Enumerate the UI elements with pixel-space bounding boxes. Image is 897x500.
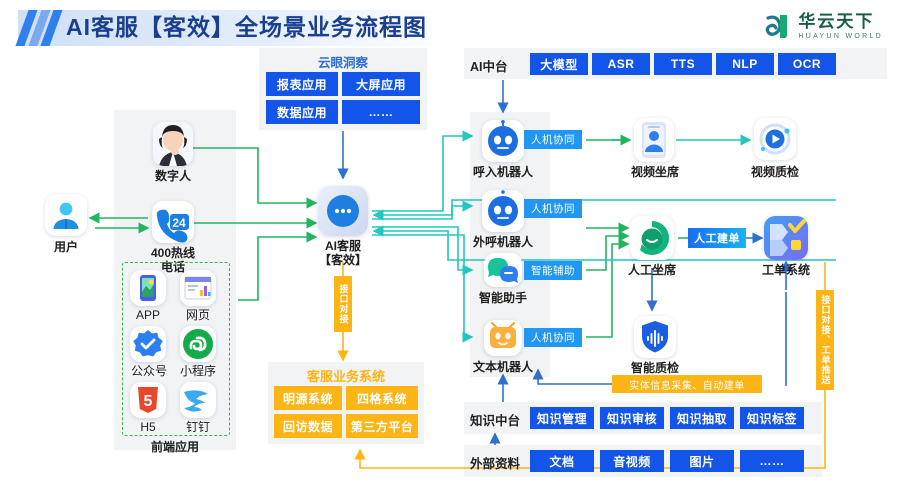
cloud-insight-item-2[interactable]: 数据应用 <box>266 100 338 124</box>
external-item-0[interactable]: 文档 <box>530 450 594 472</box>
knowledge-item-2[interactable]: 知识抽取 <box>670 407 734 429</box>
cloud-insight-item-3[interactable]: …… <box>342 100 420 124</box>
service-system-item-1[interactable]: 四格系统 <box>346 386 418 410</box>
external-item-1[interactable]: 音视频 <box>600 450 664 472</box>
inbound-bot-icon[interactable] <box>482 120 524 162</box>
video-qc-icon[interactable] <box>754 118 796 160</box>
core-label-line1: AI客服 <box>324 239 361 253</box>
mini-program-icon[interactable] <box>180 326 216 362</box>
frontend-group-label: 前端应用 <box>150 440 199 454</box>
ticket-system-icon[interactable] <box>764 216 808 260</box>
inbound-bot-label: 呼入机器人 <box>472 165 533 179</box>
inbound-bot-tag: 人机协同 <box>524 130 582 149</box>
video-agent-label: 视频坐席 <box>630 165 679 179</box>
knowledge-item-3[interactable]: 知识标签 <box>740 407 804 429</box>
video-qc-label: 视频质检 <box>750 165 799 179</box>
svg-text:24: 24 <box>172 216 186 230</box>
page-title: AI客服【客效】全场景业务流程图 <box>66 14 427 40</box>
external-item-2[interactable]: 图片 <box>670 450 734 472</box>
ai-platform-item-2[interactable]: TTS <box>654 53 712 75</box>
ai-platform-label: AI中台 <box>470 60 508 74</box>
smart-assistant-tag: 智能辅助 <box>524 261 582 280</box>
brand-name-cn: 华云天下 <box>798 11 875 31</box>
smart-assistant-icon[interactable] <box>484 253 522 287</box>
h5-label: H5 <box>140 420 156 434</box>
cloud-insight-item-1[interactable]: 大屏应用 <box>342 72 420 96</box>
user-icon[interactable] <box>45 194 87 236</box>
ai-platform-item-0[interactable]: 大模型 <box>530 53 588 75</box>
manual-ticket-tag: 人工建单 <box>688 228 746 248</box>
core-label-line2: 【客效】 <box>318 253 367 267</box>
external-item-3[interactable]: …… <box>740 450 804 472</box>
svg-text:5: 5 <box>144 393 153 410</box>
outbound-bot-label: 外呼机器人 <box>472 235 533 249</box>
service-system-item-0[interactable]: 明源系统 <box>274 386 342 410</box>
ai-platform-item-4[interactable]: OCR <box>778 53 836 75</box>
app-icon[interactable] <box>130 270 166 306</box>
knowledge-platform-label: 知识中台 <box>470 414 521 428</box>
digital-human-icon[interactable] <box>153 122 193 166</box>
human-agent-icon[interactable] <box>630 216 674 260</box>
brand-logo: 华云天下 HUAYUN WORLD <box>764 12 883 40</box>
hotline-icon[interactable]: 24 <box>152 201 194 243</box>
hotline-label-line2: 电话 <box>160 260 185 274</box>
huayun-mark-icon <box>764 12 792 40</box>
dingtalk-icon[interactable] <box>180 382 216 418</box>
logo-slashes-icon <box>15 10 68 46</box>
h5-icon[interactable]: 5 <box>130 382 166 418</box>
ai-service-core-label: AI客服 【客效】 <box>303 239 383 267</box>
service-system-item-2[interactable]: 回访数据 <box>274 414 342 438</box>
knowledge-item-0[interactable]: 知识管理 <box>530 407 594 429</box>
header-band <box>18 10 448 46</box>
webpage-label: 网页 <box>185 308 210 322</box>
cloud-insight-title: 云眼洞察 <box>317 56 368 70</box>
text-bot-tag: 人机协同 <box>524 328 582 347</box>
text-bot-icon[interactable] <box>484 320 522 356</box>
mini-program-label: 小程序 <box>179 364 216 378</box>
ticket-system-label: 工单系统 <box>761 263 810 277</box>
core-interface-ribbon: 接口对接 <box>334 276 352 332</box>
frontend-apps-group <box>122 262 230 436</box>
app-label: APP <box>135 308 160 322</box>
cloud-insight-item-0[interactable]: 报表应用 <box>266 72 338 96</box>
outbound-bot-icon[interactable] <box>482 190 524 232</box>
smart-qc-label: 智能质检 <box>630 361 679 375</box>
ai-platform-item-1[interactable]: ASR <box>592 53 650 75</box>
smart-qc-icon[interactable] <box>634 316 676 358</box>
official-account-label: 公众号 <box>130 364 167 378</box>
entity-collection-tag: 实体信息采集、自动建单 <box>612 375 762 393</box>
webpage-icon[interactable] <box>180 270 216 306</box>
hotline-label: 400热线 电话 <box>140 246 206 274</box>
knowledge-item-1[interactable]: 知识审核 <box>600 407 664 429</box>
service-system-title: 客服业务系统 <box>306 369 385 384</box>
smart-assistant-label: 智能助手 <box>478 291 527 305</box>
official-account-icon[interactable] <box>130 326 166 362</box>
dingtalk-label: 钉钉 <box>185 420 210 434</box>
service-system-item-3[interactable]: 第三方平台 <box>346 414 418 438</box>
brand-name-en: HUAYUN WORLD <box>798 32 883 40</box>
video-agent-icon[interactable] <box>634 118 674 162</box>
outbound-bot-tag: 人机协同 <box>524 199 582 218</box>
hotline-label-line1: 400热线 <box>150 246 196 260</box>
ai-platform-item-3[interactable]: NLP <box>716 53 774 75</box>
ai-service-core-icon[interactable] <box>318 186 368 236</box>
external-material-label: 外部资料 <box>470 457 521 471</box>
text-bot-label: 文本机器人 <box>472 360 533 374</box>
user-label: 用户 <box>53 240 78 254</box>
ticket-push-ribbon: 接口对接、工单推送 <box>816 290 834 390</box>
human-agent-label: 人工坐席 <box>627 263 676 277</box>
digital-human-label: 数字人 <box>154 169 191 183</box>
